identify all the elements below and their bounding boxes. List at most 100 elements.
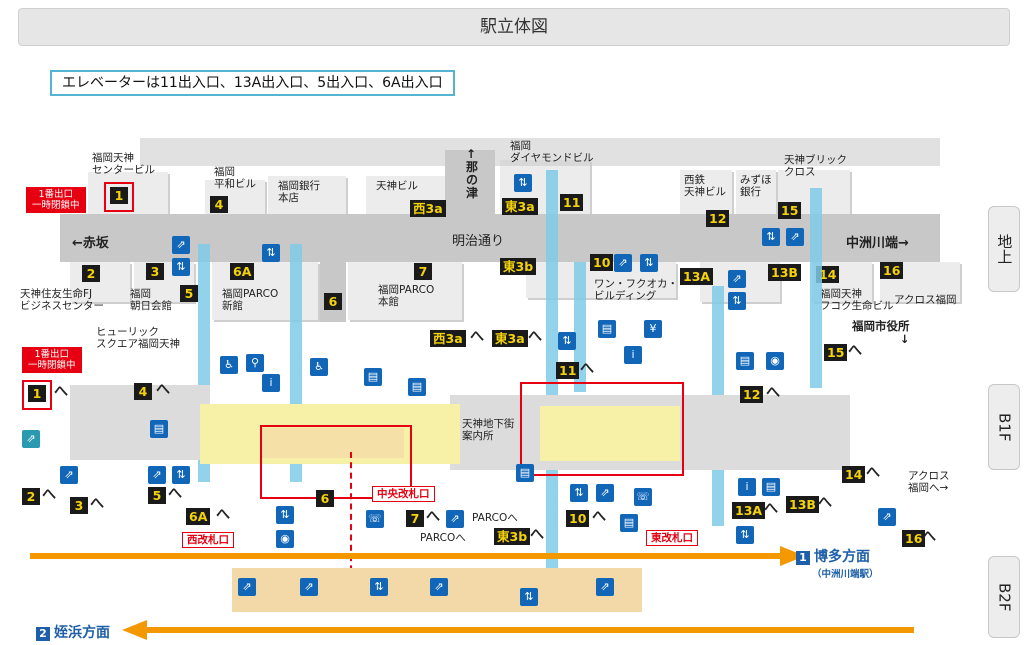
escalator-icon: ⇗ (238, 578, 256, 596)
level-b1-label: B1F (995, 412, 1014, 442)
phone-icon: ☏ (366, 510, 384, 528)
exit-13b[interactable]: 13B (768, 264, 801, 281)
exit-1-b1[interactable]: 1 (28, 385, 46, 402)
building-block (70, 262, 130, 302)
exit-12[interactable]: 12 (706, 210, 730, 227)
exit-3-b1[interactable]: 3 (70, 497, 88, 514)
exit-12-b1[interactable]: 12 (740, 386, 764, 403)
toilet-icon: ♿ (310, 358, 328, 376)
exit-11-b1[interactable]: 11 (556, 362, 580, 379)
center-gate-label: 中央改札口 (372, 486, 435, 502)
exit-5-b1[interactable]: 5 (148, 487, 166, 504)
label-city-hall: 福岡市役所 ↓ (852, 319, 910, 346)
exit-10-b1[interactable]: 10 (566, 510, 590, 527)
elevator-icon: ⇅ (172, 258, 190, 276)
exit-6[interactable]: 6 (324, 293, 342, 310)
exit-16[interactable]: 16 (880, 262, 904, 279)
exit-10[interactable]: 10 (590, 254, 614, 271)
side-road (320, 262, 346, 322)
exit-6a-b1[interactable]: 6A (186, 508, 211, 525)
closed-notice-b1: 1番出口 一時閉鎖中 (22, 347, 82, 373)
elevator-shaft-15 (810, 188, 822, 388)
label-sumitomo: 天神住友生命FJ ビジネスセンター (20, 288, 104, 312)
fare-gate-boundary-west (260, 425, 412, 499)
info-icon: i (624, 346, 642, 364)
elevator-icon: ⇅ (640, 254, 658, 272)
label-heiwa: 福岡 平和ビル (214, 166, 256, 190)
label-parco-to: PARCOへ (472, 512, 518, 524)
escalator-icon: ⇗ (60, 466, 78, 484)
label-hulic: ヒューリック スクエア福岡天神 (96, 326, 180, 350)
camera-icon: ◉ (766, 352, 784, 370)
exit-11[interactable]: 11 (560, 194, 584, 211)
ticket-machine-icon: ▤ (364, 368, 382, 386)
ticket-machine-icon: ▤ (620, 514, 638, 532)
exit-2[interactable]: 2 (82, 265, 100, 282)
exit-4-b1[interactable]: 4 (134, 383, 152, 400)
exit-4[interactable]: 4 (210, 196, 228, 213)
elevator-icon: ⇅ (370, 578, 388, 596)
info-icon: i (738, 478, 756, 496)
exit-arrow: へ (528, 329, 542, 345)
exit-13a-b1[interactable]: 13A (732, 502, 766, 519)
label-parco-main: 福岡PARCO 本館 (378, 284, 435, 308)
exit-arrow: へ (764, 501, 778, 517)
label-fukoku: 福岡天神 フコク生命ビル (820, 288, 894, 312)
exit-west-3a-b1[interactable]: 西3a (430, 330, 466, 347)
exit-arrow: へ (766, 385, 780, 401)
escalator-icon: ⇗ (430, 578, 448, 596)
escalator-icon: ⇗ (300, 578, 318, 596)
level-b2-tab[interactable]: B2F (988, 556, 1020, 638)
building-block (268, 176, 346, 214)
escalator-icon: ⇗ (614, 254, 632, 272)
elevator-icon: ⇅ (728, 292, 746, 310)
level-b1-tab[interactable]: B1F (988, 384, 1020, 470)
exit-6a[interactable]: 6A (230, 263, 255, 280)
elevator-shaft-10 (574, 262, 586, 392)
exit-arrow: へ (216, 507, 230, 523)
exit-7-b1[interactable]: 7 (406, 510, 424, 527)
building-block (88, 172, 168, 214)
exit-west-3a[interactable]: 西3a (410, 200, 446, 217)
exit-east-3a[interactable]: 東3a (502, 198, 538, 215)
atm-icon: ¥ (644, 320, 662, 338)
label-fukuoka-tenjin-center: 福岡天神 センタービル (92, 152, 155, 176)
label-diamond: 福岡 ダイヤモンドビル (510, 140, 594, 164)
exit-arrow: へ (156, 382, 170, 398)
escalator-icon: ⇗ (596, 484, 614, 502)
camera-icon: ◉ (276, 530, 294, 548)
label-bric: 天神ブリック クロス (784, 154, 847, 178)
exit-arrow: へ (530, 527, 544, 543)
label-wan-fukuoka: ワン・フクオカ・ ビルディング (594, 278, 678, 302)
exit-15[interactable]: 15 (778, 202, 802, 219)
exit-arrow: へ (922, 529, 936, 545)
exit-2-b1[interactable]: 2 (22, 488, 40, 505)
exit-5[interactable]: 5 (180, 285, 198, 302)
escalator-icon: ⇗ (446, 510, 464, 528)
exit-15-b1[interactable]: 15 (824, 344, 848, 361)
east-nakasukawabata-label: 中洲川端→ (846, 236, 909, 251)
level-ground-tab[interactable]: 地上 (988, 206, 1020, 292)
exit-arrow: へ (426, 509, 440, 525)
exit-east-3b[interactable]: 東3b (500, 258, 537, 275)
exit-6-b1[interactable]: 6 (316, 490, 334, 507)
exit-7[interactable]: 7 (414, 263, 432, 280)
exit-13a[interactable]: 13A (680, 268, 714, 285)
level-b2-label: B2F (995, 582, 1014, 612)
exit-3[interactable]: 3 (146, 263, 164, 280)
meinohama-direction-arrow (122, 620, 914, 640)
fare-gate-boundary-east (520, 382, 684, 476)
exit-east-3b-b1[interactable]: 東3b (494, 528, 531, 545)
exit-16-b1[interactable]: 16 (902, 530, 926, 547)
page-title: 駅立体図 (18, 8, 1010, 46)
label-asahi: 福岡 朝日会館 (130, 288, 172, 312)
exit-1-ground[interactable]: 1 (110, 187, 128, 204)
exit-east-3a-b1[interactable]: 東3a (492, 330, 528, 347)
exit-14-b1[interactable]: 14 (842, 466, 866, 483)
building-block (348, 262, 462, 320)
exit-13b-b1[interactable]: 13B (786, 496, 819, 513)
exit-arrow: へ (42, 487, 56, 503)
exit-arrow: へ (470, 329, 484, 345)
exit-arrow: へ (90, 496, 104, 512)
